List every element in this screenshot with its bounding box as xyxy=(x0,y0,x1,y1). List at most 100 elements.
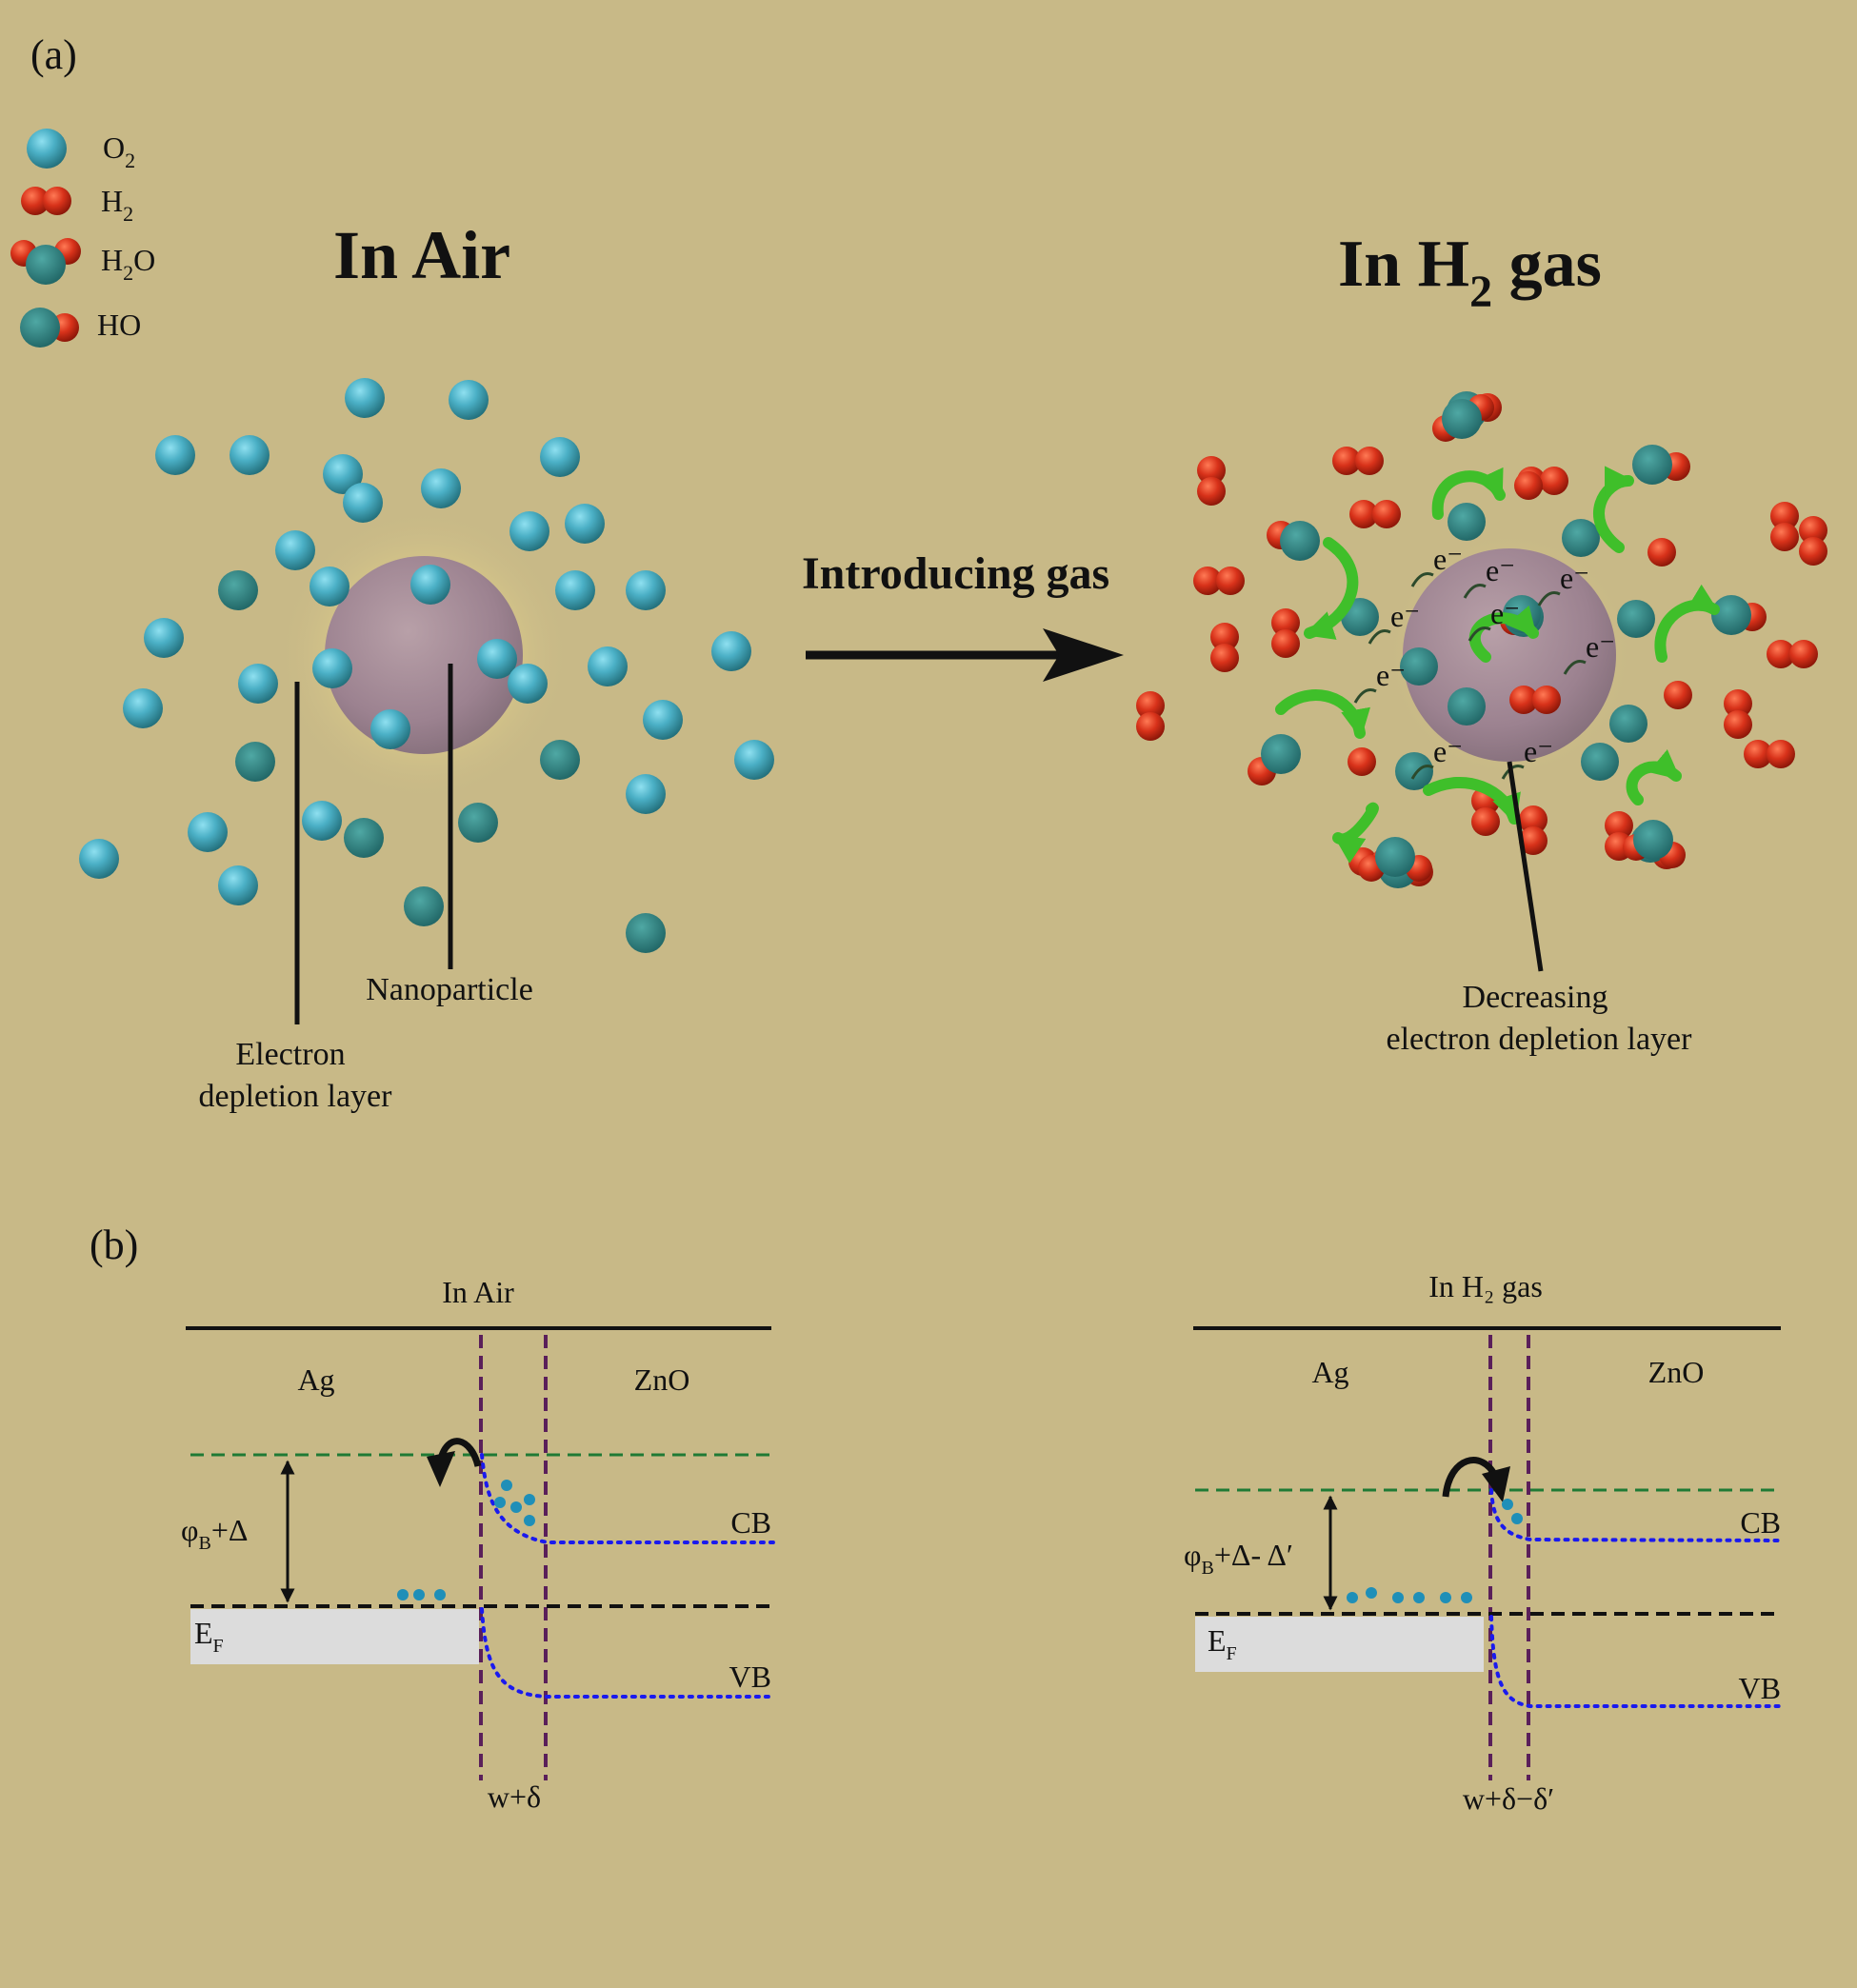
green-reaction-arrow xyxy=(1431,467,1506,520)
band-diagram-in-air: In Air Ag ZnO EF CB VB φB+Δ w+δ xyxy=(181,1275,775,1814)
electron-label: e⁻ xyxy=(1586,629,1615,664)
band-left-barrier-label: φB+Δ xyxy=(181,1513,248,1554)
o2-molecule xyxy=(218,865,258,905)
panel-a-label: (a) xyxy=(30,31,77,78)
h2-molecule xyxy=(1193,567,1245,595)
band-right-cb-label: CB xyxy=(1740,1505,1781,1540)
o2-molecule xyxy=(218,570,258,610)
adsorbed-o2 xyxy=(1609,705,1647,743)
green-reaction-arrow xyxy=(1275,689,1370,740)
h2-molecule xyxy=(1514,471,1543,500)
band-right-electrons xyxy=(1347,1499,1523,1603)
o2-molecule xyxy=(540,740,580,780)
depletion-label-line1: Electron xyxy=(235,1037,345,1072)
o2-molecule xyxy=(421,468,461,508)
band-left-electrons xyxy=(397,1480,535,1600)
o2-molecule xyxy=(643,700,683,740)
ho-molecule xyxy=(1267,521,1320,561)
o2-molecule xyxy=(410,565,450,605)
band-right-vb-curve xyxy=(1489,1615,1785,1708)
reaction-arrows xyxy=(1275,466,1720,864)
h2-molecule xyxy=(1767,640,1818,668)
h2-molecule xyxy=(1724,689,1752,739)
h2-molecule xyxy=(1799,516,1827,566)
depletion-label-line2: depletion layer xyxy=(199,1079,393,1114)
o2-molecule xyxy=(370,709,410,749)
h2o-molecule xyxy=(1432,394,1494,442)
o2-molecule xyxy=(626,774,666,814)
band-left-vb-label: VB xyxy=(729,1660,771,1694)
o2-molecule xyxy=(144,618,184,658)
band-left-arrow-head xyxy=(427,1451,455,1487)
green-reaction-arrow xyxy=(1654,584,1720,663)
electron-labels: e⁻e⁻e⁻e⁻e⁻e⁻e⁻e⁻e⁻ xyxy=(1353,542,1615,780)
electron-label: e⁻ xyxy=(1490,596,1520,630)
band-left-width-label: w+δ xyxy=(488,1779,541,1814)
legend: O2 H2 H2O HO xyxy=(10,129,155,348)
electron-label: e⁻ xyxy=(1524,734,1553,768)
h2-molecule xyxy=(1348,747,1376,776)
o2-molecule xyxy=(235,742,275,782)
electron-transfer-stroke xyxy=(1368,629,1391,645)
o2-molecule xyxy=(509,511,549,551)
o2-molecule xyxy=(123,688,163,728)
band-left-title: In Air xyxy=(442,1275,514,1309)
ho-molecule xyxy=(1632,445,1690,485)
band-right-arrow-head xyxy=(1482,1466,1510,1502)
h2-molecule xyxy=(1770,502,1799,551)
o2-molecule xyxy=(711,631,751,671)
ho-molecule xyxy=(1248,734,1301,785)
o2-molecule xyxy=(188,812,228,852)
o2-molecule xyxy=(275,530,315,570)
adsorbed-o2 xyxy=(1581,743,1619,781)
band-right-metal-label: Ag xyxy=(1311,1355,1348,1389)
ho-molecule xyxy=(1711,595,1767,635)
band-right-cb-curve xyxy=(1489,1488,1785,1542)
h2-molecule xyxy=(1349,500,1401,528)
electron-transfer-stroke xyxy=(1353,688,1377,704)
legend-o2-label: O2 xyxy=(103,130,135,172)
electron-transfer-stroke xyxy=(1410,765,1434,780)
legend-o2-icon xyxy=(27,129,67,169)
h2-molecule xyxy=(1519,805,1548,855)
electron-label: e⁻ xyxy=(1433,542,1463,576)
h2-molecule xyxy=(1210,623,1239,672)
electron-transfer-stroke xyxy=(1468,626,1491,642)
o2-molecule xyxy=(230,435,270,475)
band-left-electron-flow-arrow xyxy=(436,1438,482,1467)
band-right-barrier-label: φB+Δ- Δ′ xyxy=(1184,1538,1293,1579)
band-left-ef-label: EF xyxy=(194,1616,224,1657)
decreasing-label-line2: electron depletion layer xyxy=(1387,1022,1693,1057)
h2-molecule xyxy=(1744,740,1795,768)
o2-molecule xyxy=(155,435,195,475)
adsorbed-o2 xyxy=(1448,687,1486,726)
band-diagram-in-h2: In H₂ gas Ag ZnO EF CB VB φB+Δ- Δ′ w+δ−δ… xyxy=(1184,1269,1785,1816)
electron-transfer-stroke xyxy=(1537,591,1561,606)
adsorbed-o2 xyxy=(1562,519,1600,557)
electron-label: e⁻ xyxy=(1433,734,1463,768)
legend-h2o-icon xyxy=(10,238,81,285)
adsorbed-o2 xyxy=(1400,647,1438,686)
in-air-title: In Air xyxy=(333,217,510,293)
o2-molecule xyxy=(555,570,595,610)
o2-molecule xyxy=(312,648,352,688)
band-left-metal-label: Ag xyxy=(297,1362,334,1397)
o2-molecule xyxy=(626,913,666,953)
h2-molecule xyxy=(1509,686,1561,714)
electron-transfer-stroke xyxy=(1410,572,1434,587)
electron-transfer-stroke xyxy=(1501,765,1525,780)
band-right-width-label: w+δ−δ′ xyxy=(1463,1781,1554,1816)
green-reaction-arrow xyxy=(1332,802,1379,864)
adsorbed-o2 xyxy=(1617,600,1655,638)
band-right-ef-block xyxy=(1195,1617,1484,1672)
h2o-molecule xyxy=(1358,837,1432,882)
introducing-gas-arrow xyxy=(806,628,1124,682)
legend-h2o-label: H2O xyxy=(101,243,155,285)
band-left-cb-curve xyxy=(480,1453,775,1544)
legend-h2-label: H2 xyxy=(101,184,133,226)
electron-transfer-stroke xyxy=(1563,660,1587,675)
adsorbed-o2 xyxy=(1395,752,1433,790)
electron-label: e⁻ xyxy=(1376,658,1406,692)
